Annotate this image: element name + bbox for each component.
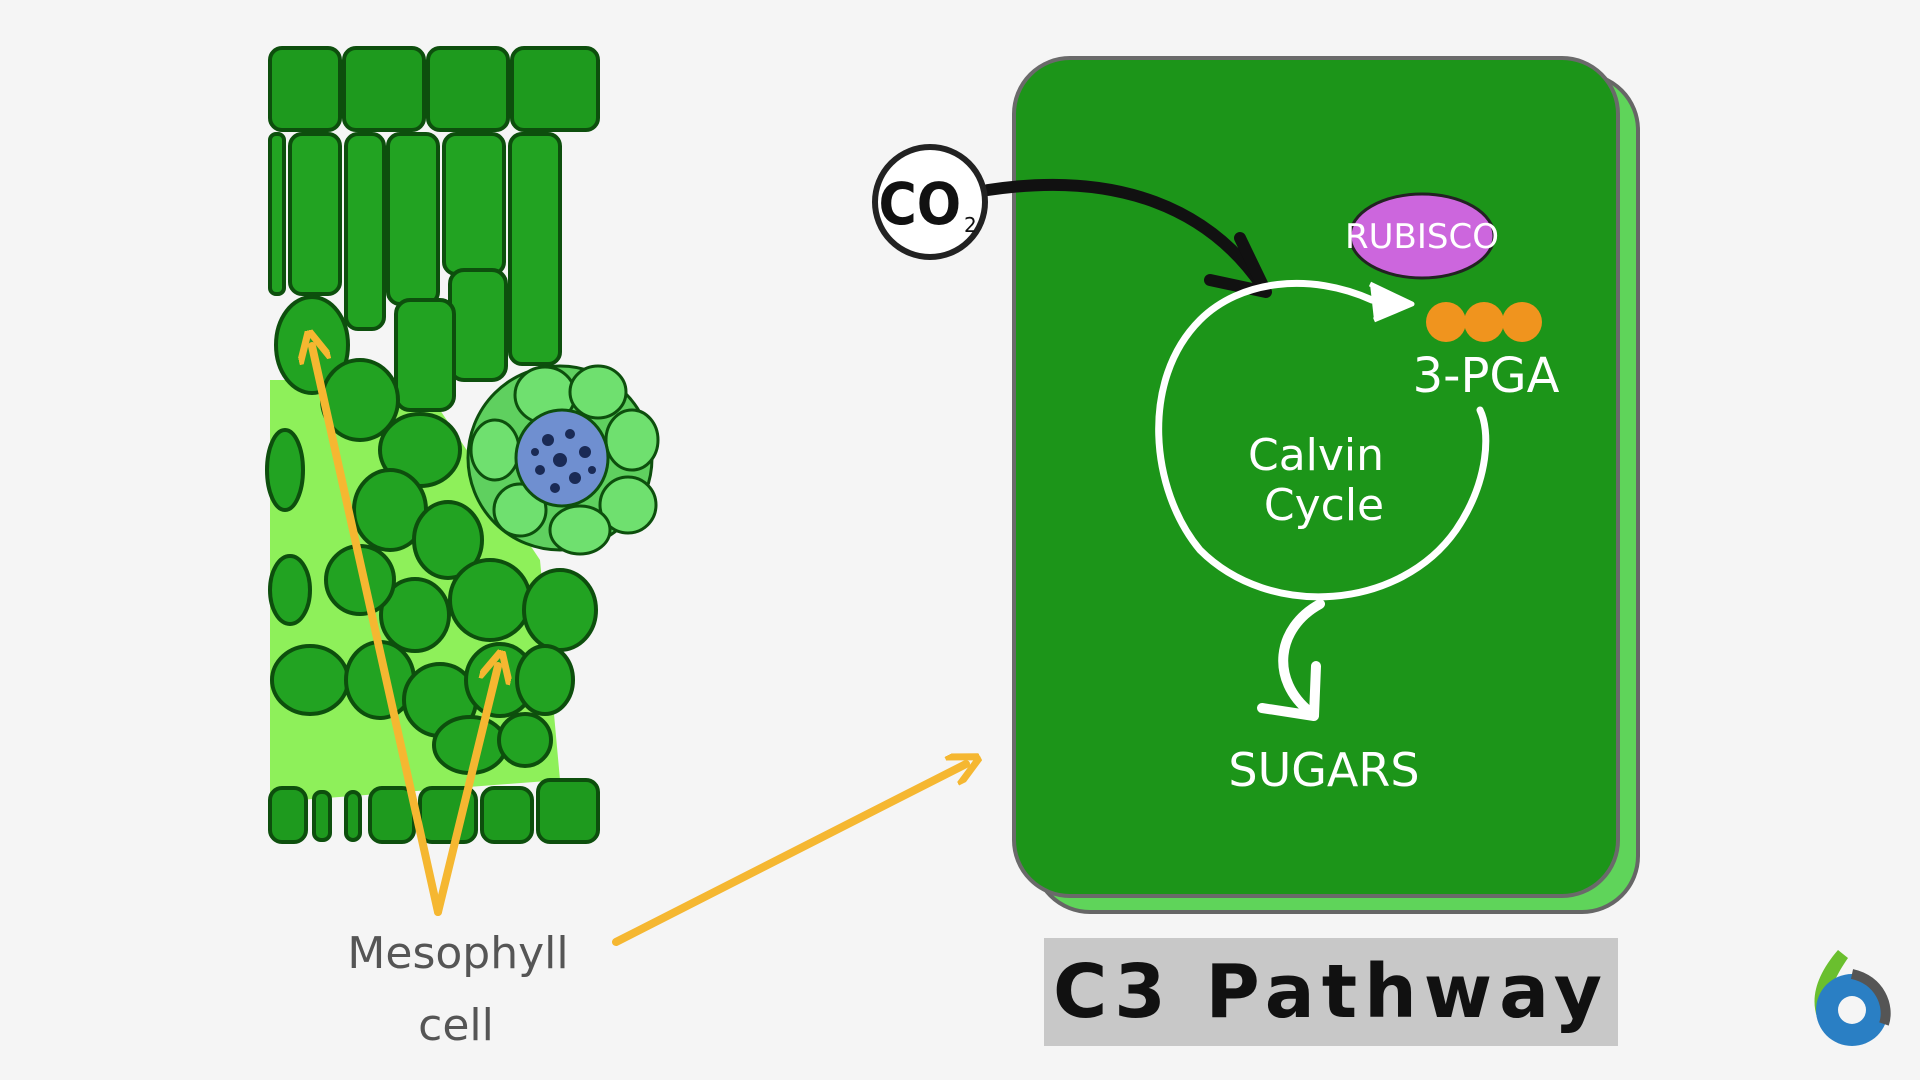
calvin-label-line1: Calvin <box>1248 430 1384 481</box>
leaf-cross-section <box>265 46 660 844</box>
co2-input-arrow <box>982 178 1268 292</box>
calvin-cycle-circle <box>1155 280 1490 601</box>
co2-molecule-icon: CO 2 <box>872 144 988 260</box>
co2-label: CO <box>878 171 961 238</box>
rubisco-enzyme: RUBISCO <box>1345 192 1499 280</box>
rubisco-label: RUBISCO <box>1345 217 1499 257</box>
co2-subscript: 2 <box>964 213 977 237</box>
mesophyll-label-line1: Mesophyll <box>347 928 568 979</box>
pga-molecules-icon <box>1426 302 1542 342</box>
diagram-title: C3 Pathway <box>1052 949 1610 1035</box>
logo-icon <box>1814 950 1891 1046</box>
calvin-label-line2: Cycle <box>1264 480 1384 531</box>
co2-arrowhead <box>1204 232 1272 298</box>
mesophyll-pointer-arrows <box>312 346 966 946</box>
sugars-label: SUGARS <box>1228 743 1419 797</box>
sugar-output-arrow <box>1257 599 1325 721</box>
mesophyll-label-line2: cell <box>418 1000 494 1051</box>
pga-label: 3-PGA <box>1413 348 1560 404</box>
title-banner: C3 Pathway <box>1044 938 1618 1046</box>
